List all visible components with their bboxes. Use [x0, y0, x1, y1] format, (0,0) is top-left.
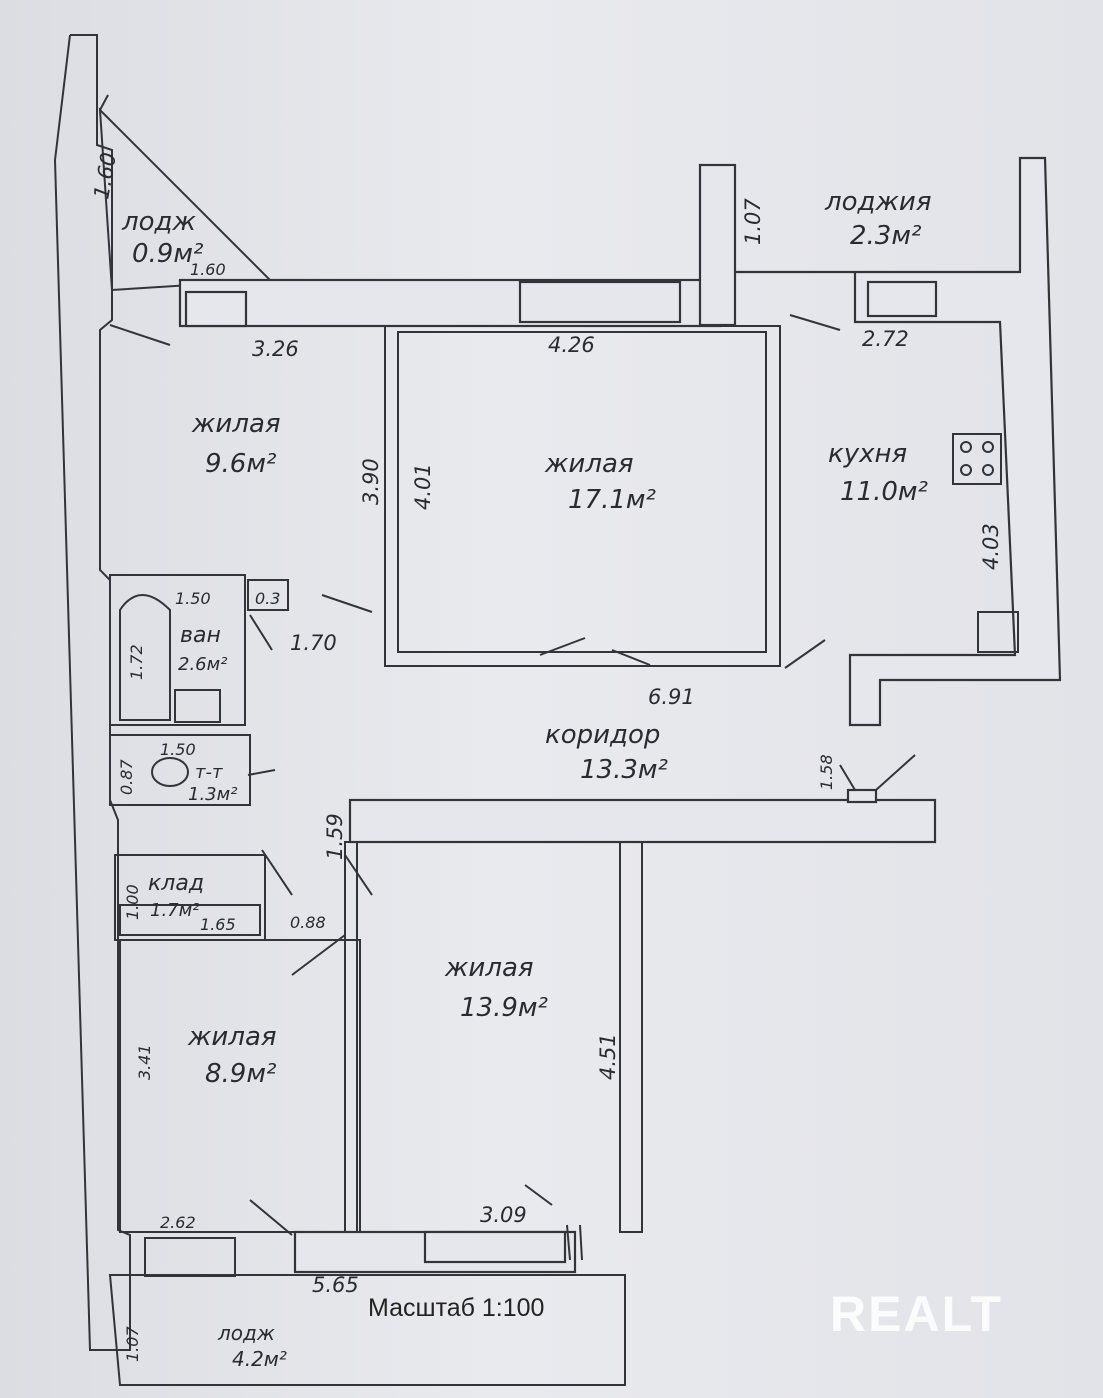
dim-1-70: 1.70 [290, 631, 337, 655]
room-name-living-top-left: жилая [191, 409, 281, 439]
scale-label: Масштаб 1:100 [368, 1294, 545, 1322]
dim-0-88: 0.88 [290, 913, 326, 932]
room-area-corridor: 13.3м² [580, 755, 668, 785]
room-area-loggia-top-left: 0.9м² [132, 239, 203, 269]
dim-1-60-b: 1.60 [190, 260, 226, 279]
room-name-toilet: т-т [195, 762, 223, 783]
room-name-loggia-top-right: лоджия [824, 187, 931, 217]
dim-3-90: 3.90 [359, 458, 383, 505]
dim-1-65: 1.65 [200, 915, 236, 934]
room-area-loggia-bottom: 4.2м² [232, 1347, 287, 1371]
room-area-bath: 2.6м² [178, 654, 227, 675]
dim-6-91: 6.91 [648, 685, 695, 709]
loggia-bottom-shape [108, 1274, 626, 1386]
dim-5-65: 5.65 [312, 1273, 359, 1297]
room-area-loggia-top-right: 2.3м² [850, 221, 921, 251]
dim-1-72: 1.72 [127, 644, 146, 680]
room-area-living-top-left: 9.6м² [205, 449, 276, 479]
top-wall [178, 156, 1062, 727]
room-name-loggia-bottom: лодж [217, 1321, 275, 1345]
dim-4-26: 4.26 [548, 333, 595, 357]
outer-left-wall [53, 34, 131, 1351]
dim-3-41: 3.41 [135, 1044, 154, 1080]
door-swings [109, 314, 916, 1261]
room-name-living-center: жилая [544, 449, 634, 479]
dim-3-26: 3.26 [252, 337, 299, 361]
dim-1-50-b: 1.50 [160, 740, 196, 759]
corridor-wall [348, 788, 937, 844]
dim-1-00: 1.00 [123, 884, 142, 920]
room-name-living-bottom-center: жилая [444, 953, 534, 983]
room-name-bath: ван [180, 623, 221, 648]
room-area-toilet: 1.3м² [188, 784, 237, 805]
dim-2-72: 2.72 [862, 327, 909, 351]
dim-3-09: 3.09 [480, 1203, 527, 1227]
dim-0-3: 0.3 [255, 589, 280, 608]
dim-1-07-b: 1.07 [123, 1326, 142, 1362]
room-name-corridor: коридор [545, 720, 660, 750]
room-area-living-center: 17.1м² [568, 485, 656, 515]
room-area-storage: 1.7м² [150, 900, 199, 921]
dim-1-58: 1.58 [817, 754, 836, 790]
room-name-loggia-top-left: лодж [121, 207, 197, 237]
realt-watermark: REALT [830, 1286, 1003, 1342]
bath-block [109, 574, 289, 806]
dim-0-87: 0.87 [117, 759, 136, 795]
dim-4-01: 4.01 [411, 463, 435, 510]
dim-2-62: 2.62 [160, 1213, 196, 1232]
dim-4-51: 4.51 [596, 1033, 620, 1080]
room-name-living-bottom-left: жилая [187, 1022, 277, 1052]
dim-1-07-a: 1.07 [741, 198, 765, 245]
room-area-kitchen: 11.0м² [840, 477, 928, 507]
dim-1-60-a: 1.60 [89, 151, 121, 201]
bottom-rooms-walls [119, 841, 643, 1277]
room-area-living-bottom-center: 13.9м² [460, 993, 548, 1023]
center-room-walls [384, 325, 781, 667]
dim-1-59: 1.59 [323, 813, 347, 860]
sink-icon [977, 611, 1019, 653]
room-area-living-bottom-left: 8.9м² [205, 1059, 276, 1089]
room-name-storage: клад [148, 871, 204, 896]
stove-icon [952, 433, 1002, 485]
dim-1-50-a: 1.50 [175, 589, 211, 608]
room-name-kitchen: кухня [828, 439, 907, 469]
dim-4-03: 4.03 [979, 523, 1003, 570]
